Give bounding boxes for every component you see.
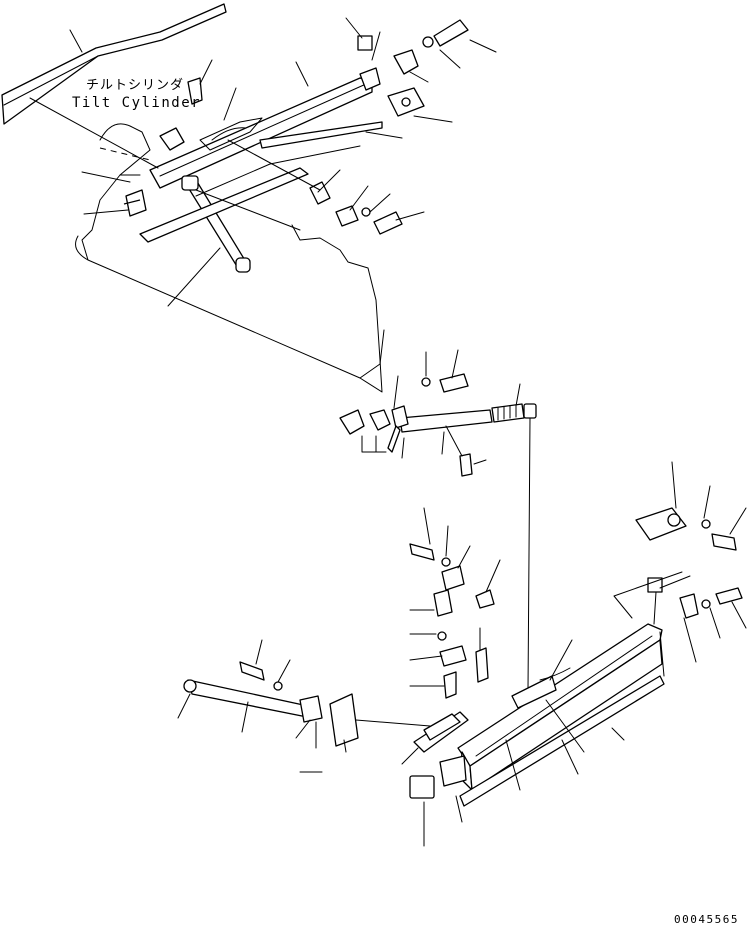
tilt-cylinder-label-en: Tilt Cylinder	[72, 95, 202, 111]
tilt-cylinder-label-jp: チルトシリンダ	[86, 78, 185, 93]
washer-mid	[421, 377, 431, 387]
bracket-bottom	[413, 667, 571, 753]
leader-grease	[445, 425, 463, 457]
frame-bottom	[457, 623, 663, 791]
leader-lines-top	[69, 17, 497, 307]
blade-outline	[75, 123, 385, 393]
dashed-guide-top	[99, 147, 151, 161]
leader-cylinder-to-pin	[195, 189, 301, 231]
drawing-number: 00045565	[674, 913, 739, 926]
link-line-vertical	[527, 417, 531, 691]
leader-guard-to-frame	[29, 97, 159, 169]
tilt-link-bottom	[183, 679, 323, 723]
tilt-cylinder	[159, 127, 251, 273]
leader-lines-middle	[361, 349, 521, 465]
top-assembly	[1, 3, 497, 393]
grease-fitting-mid	[459, 453, 473, 477]
wear-strips-top	[139, 121, 383, 243]
hardware-bottom	[239, 543, 495, 799]
bolt-mid	[439, 373, 469, 393]
leader-lines-bottom	[177, 461, 747, 847]
cylinder-body	[387, 403, 537, 453]
hardware-top	[123, 19, 469, 235]
clamp-pair	[339, 409, 391, 435]
bottom-assembly	[177, 461, 747, 847]
middle-assembly	[339, 349, 537, 691]
tilt-frame-arm	[149, 67, 381, 189]
leader-bracket-to-pin	[227, 139, 321, 191]
hardware-bottom-right	[613, 507, 743, 625]
